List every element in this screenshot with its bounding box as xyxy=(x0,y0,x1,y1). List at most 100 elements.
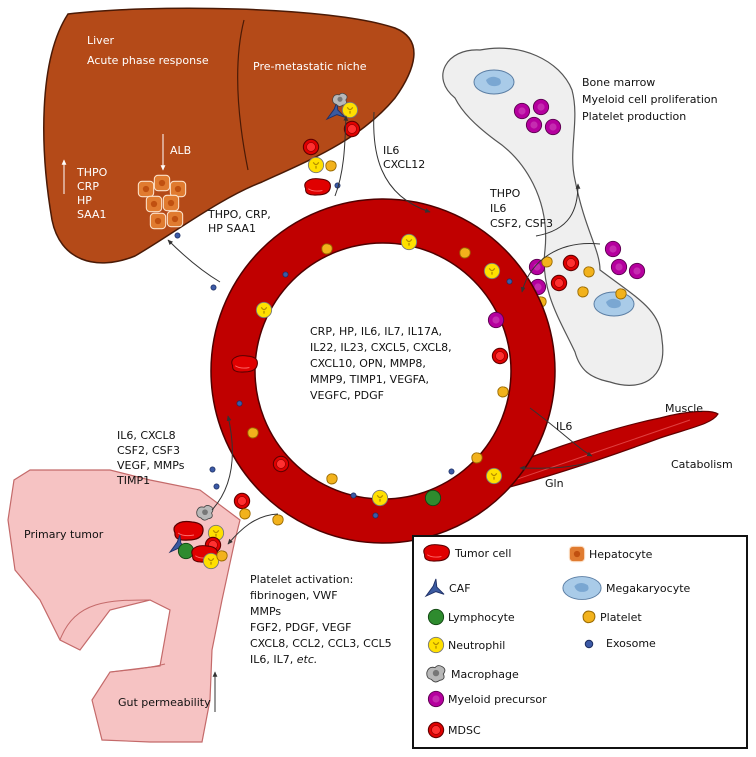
bone-marrow-line: Bone marrow xyxy=(582,76,656,89)
circulating-line: MMP9, TIMP1, VEGFA, xyxy=(310,373,430,386)
mdsc-icon xyxy=(233,492,251,510)
legend-label: Hepatocyte xyxy=(589,547,653,561)
legend-label: Myeloid precursor xyxy=(448,692,547,706)
circulating-line: CXCL10, OPN, MMP8, xyxy=(310,357,426,370)
platelet-activation-line: Platelet activation: xyxy=(250,573,354,586)
legend-item-tumor-cell: Tumor cell xyxy=(422,543,511,563)
hepatocyte-icon xyxy=(169,180,187,198)
arrow-to-marrow xyxy=(535,183,581,237)
myeloid-precursor-icon xyxy=(610,258,628,276)
liver-marker: THPO xyxy=(77,166,108,179)
platelet-activation-line: fibrinogen, VWF xyxy=(250,589,338,602)
exosome-icon xyxy=(213,483,220,490)
myeloid-precursor-icon xyxy=(532,98,550,116)
tumor-cell-icon xyxy=(423,544,450,562)
megakaryocyte-icon xyxy=(593,291,635,317)
legend-item-hepatocyte: Hepatocyte xyxy=(568,545,652,563)
legend-label: MDSC xyxy=(448,723,481,737)
neutrophil-icon xyxy=(202,552,220,570)
marrow-input-line: THPO xyxy=(490,187,521,200)
signal-line: CXCL12 xyxy=(383,158,426,171)
hepatocyte-icon xyxy=(568,545,586,563)
arrow-to-liver xyxy=(167,239,221,283)
vessel-ring xyxy=(211,199,555,543)
lymphocyte-icon xyxy=(424,489,442,507)
tumor-cell-icon xyxy=(231,355,258,373)
mdsc-icon xyxy=(550,274,568,292)
platelet-icon xyxy=(459,247,471,259)
mdsc-icon xyxy=(343,120,361,138)
legend-label: Tumor cell xyxy=(455,546,512,560)
circulating-line: VEGFC, PDGF xyxy=(310,389,384,402)
myeloid-precursor-icon xyxy=(604,240,622,258)
legend-item-lymphocyte: Lymphocyte xyxy=(427,608,515,626)
primary-tumor-label: Primary tumor xyxy=(24,528,104,541)
tumor-secreted-factors: IL6, CXCL8 CSF2, CSF3 VEGF, MMPs TIMP1 xyxy=(117,428,184,488)
platelet-icon xyxy=(582,610,596,624)
exosome-icon xyxy=(506,278,513,285)
legend-item-mdsc: MDSC xyxy=(427,721,481,739)
platelet-icon xyxy=(615,288,627,300)
legend-label: Exosome xyxy=(606,637,656,650)
neutrophil-icon xyxy=(400,233,418,251)
alb-label: ALB xyxy=(170,144,192,157)
legend-label: Lymphocyte xyxy=(448,610,515,624)
neutrophil-icon xyxy=(341,101,359,119)
marrow-input-line: CSF2, CSF3 xyxy=(490,217,553,230)
myeloid-precursor-icon xyxy=(487,311,505,329)
arrow-liver-to-ring xyxy=(373,111,431,213)
platelet-icon xyxy=(272,514,284,526)
bone-marrow-label: Bone marrow Myeloid cell proliferation P… xyxy=(582,74,718,125)
arrow-to-niche xyxy=(334,115,349,197)
catabolism-label: Catabolism xyxy=(671,458,733,471)
arrow-to-muscle xyxy=(529,407,593,457)
legend-label: Megakaryocyte xyxy=(606,581,691,595)
mdsc-icon xyxy=(427,721,445,739)
mdsc-icon xyxy=(302,138,320,156)
legend-item-myeloid-precursor: Myeloid precursor xyxy=(427,690,547,708)
arrow-tumor-to-ring xyxy=(211,415,233,511)
arrow-gln xyxy=(519,461,593,471)
mdsc-icon xyxy=(272,455,290,473)
tumor-cell-icon xyxy=(173,520,204,541)
legend-label: Neutrophil xyxy=(448,638,506,652)
legend-label: CAF xyxy=(449,581,471,595)
myeloid-precursor-icon xyxy=(628,262,646,280)
neutrophil-icon xyxy=(483,262,501,280)
exosome-icon xyxy=(584,639,594,648)
signal-line: IL6 xyxy=(383,144,400,157)
neutrophil-icon xyxy=(307,156,325,174)
legend-item-neutrophil: Neutrophil xyxy=(427,636,505,654)
platelet-icon xyxy=(583,266,595,278)
platelet-icon xyxy=(497,386,509,398)
myeloid-precursor-icon xyxy=(427,690,445,708)
arrow-to-tumor xyxy=(227,513,279,545)
legend-label: Macrophage xyxy=(451,667,519,681)
platelet-icon xyxy=(471,452,483,464)
circulating-line: IL22, IL23, CXCL5, CXCL8, xyxy=(310,341,452,354)
exosome-icon xyxy=(448,468,455,475)
legend-item-macrophage: Macrophage xyxy=(424,664,519,684)
liver-input-signals: THPO, CRP, HP SAA1 xyxy=(208,208,271,236)
exosome-icon xyxy=(282,271,289,278)
exosome-icon xyxy=(372,512,379,519)
marrow-input-signals: THPO IL6 CSF2, CSF3 xyxy=(490,186,553,231)
platelet-icon xyxy=(325,160,337,172)
bone-marrow-line: Platelet production xyxy=(582,110,687,123)
neutrophil-icon xyxy=(427,636,445,654)
exosome-icon xyxy=(210,284,217,291)
legend-item-megakaryocyte: Megakaryocyte xyxy=(561,574,690,602)
macrophage-icon xyxy=(426,665,446,683)
exosome-icon xyxy=(209,466,216,473)
hepatocyte-icon xyxy=(153,174,171,192)
legend-item-caf: CAF xyxy=(424,578,471,598)
platelet-activation-line: FGF2, PDGF, VEGF xyxy=(250,621,352,634)
muscle-il6-label: IL6 xyxy=(556,420,573,433)
neutrophil-icon xyxy=(255,301,273,319)
neutrophil-icon xyxy=(371,489,389,507)
neutrophil-icon xyxy=(485,467,503,485)
megakaryocyte-icon xyxy=(562,576,602,600)
liver-marker: SAA1 xyxy=(77,208,107,221)
